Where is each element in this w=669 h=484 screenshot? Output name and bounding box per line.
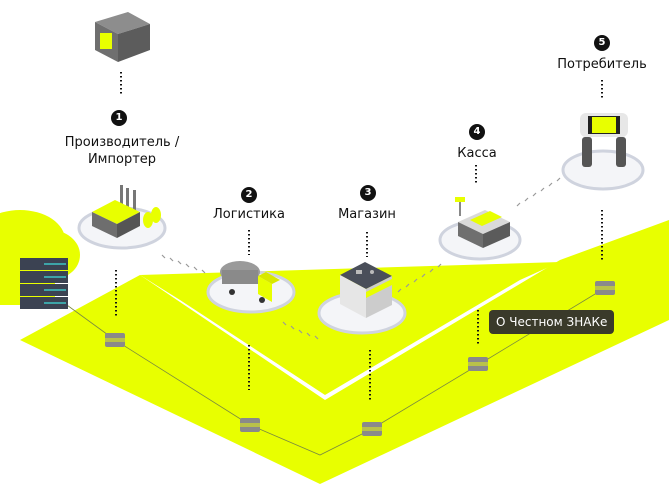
network-node (595, 281, 615, 295)
network-node (468, 357, 488, 371)
server-icon (20, 258, 68, 309)
step-label-manufacturer[interactable]: Производитель / Импортер (65, 134, 179, 168)
yellow-band (20, 220, 669, 484)
platform-consumer (561, 149, 645, 191)
store-icon (340, 262, 392, 318)
truck-icon (220, 261, 280, 303)
phone-scan-icon (580, 113, 628, 167)
step-badge-3: 3 (360, 185, 376, 201)
package-box-icon (95, 12, 150, 62)
step-label-logistics[interactable]: Логистика (213, 207, 285, 222)
step-label-cash-register[interactable]: Касса (457, 146, 497, 161)
step-badge-5: 5 (594, 35, 610, 51)
network-node (240, 418, 260, 432)
network-node (105, 333, 125, 347)
flow-arrows (161, 177, 561, 340)
cash-register-icon (455, 197, 510, 248)
step-badge-1: 1 (111, 110, 127, 126)
factory-icon (92, 185, 161, 238)
step-label-store[interactable]: Магазин (338, 207, 396, 222)
step-label-line: Импортер (87, 152, 157, 167)
step-badge-2: 2 (241, 187, 257, 203)
dotted-connectors (115, 72, 603, 400)
step-badge-4: 4 (469, 124, 485, 140)
about-chestny-znak-tooltip[interactable]: О Честном ЗНАКе (489, 310, 615, 334)
step-label-consumer[interactable]: Потребитель (557, 57, 647, 72)
network-node (362, 422, 382, 436)
step-label-line: Производитель / (64, 135, 180, 150)
